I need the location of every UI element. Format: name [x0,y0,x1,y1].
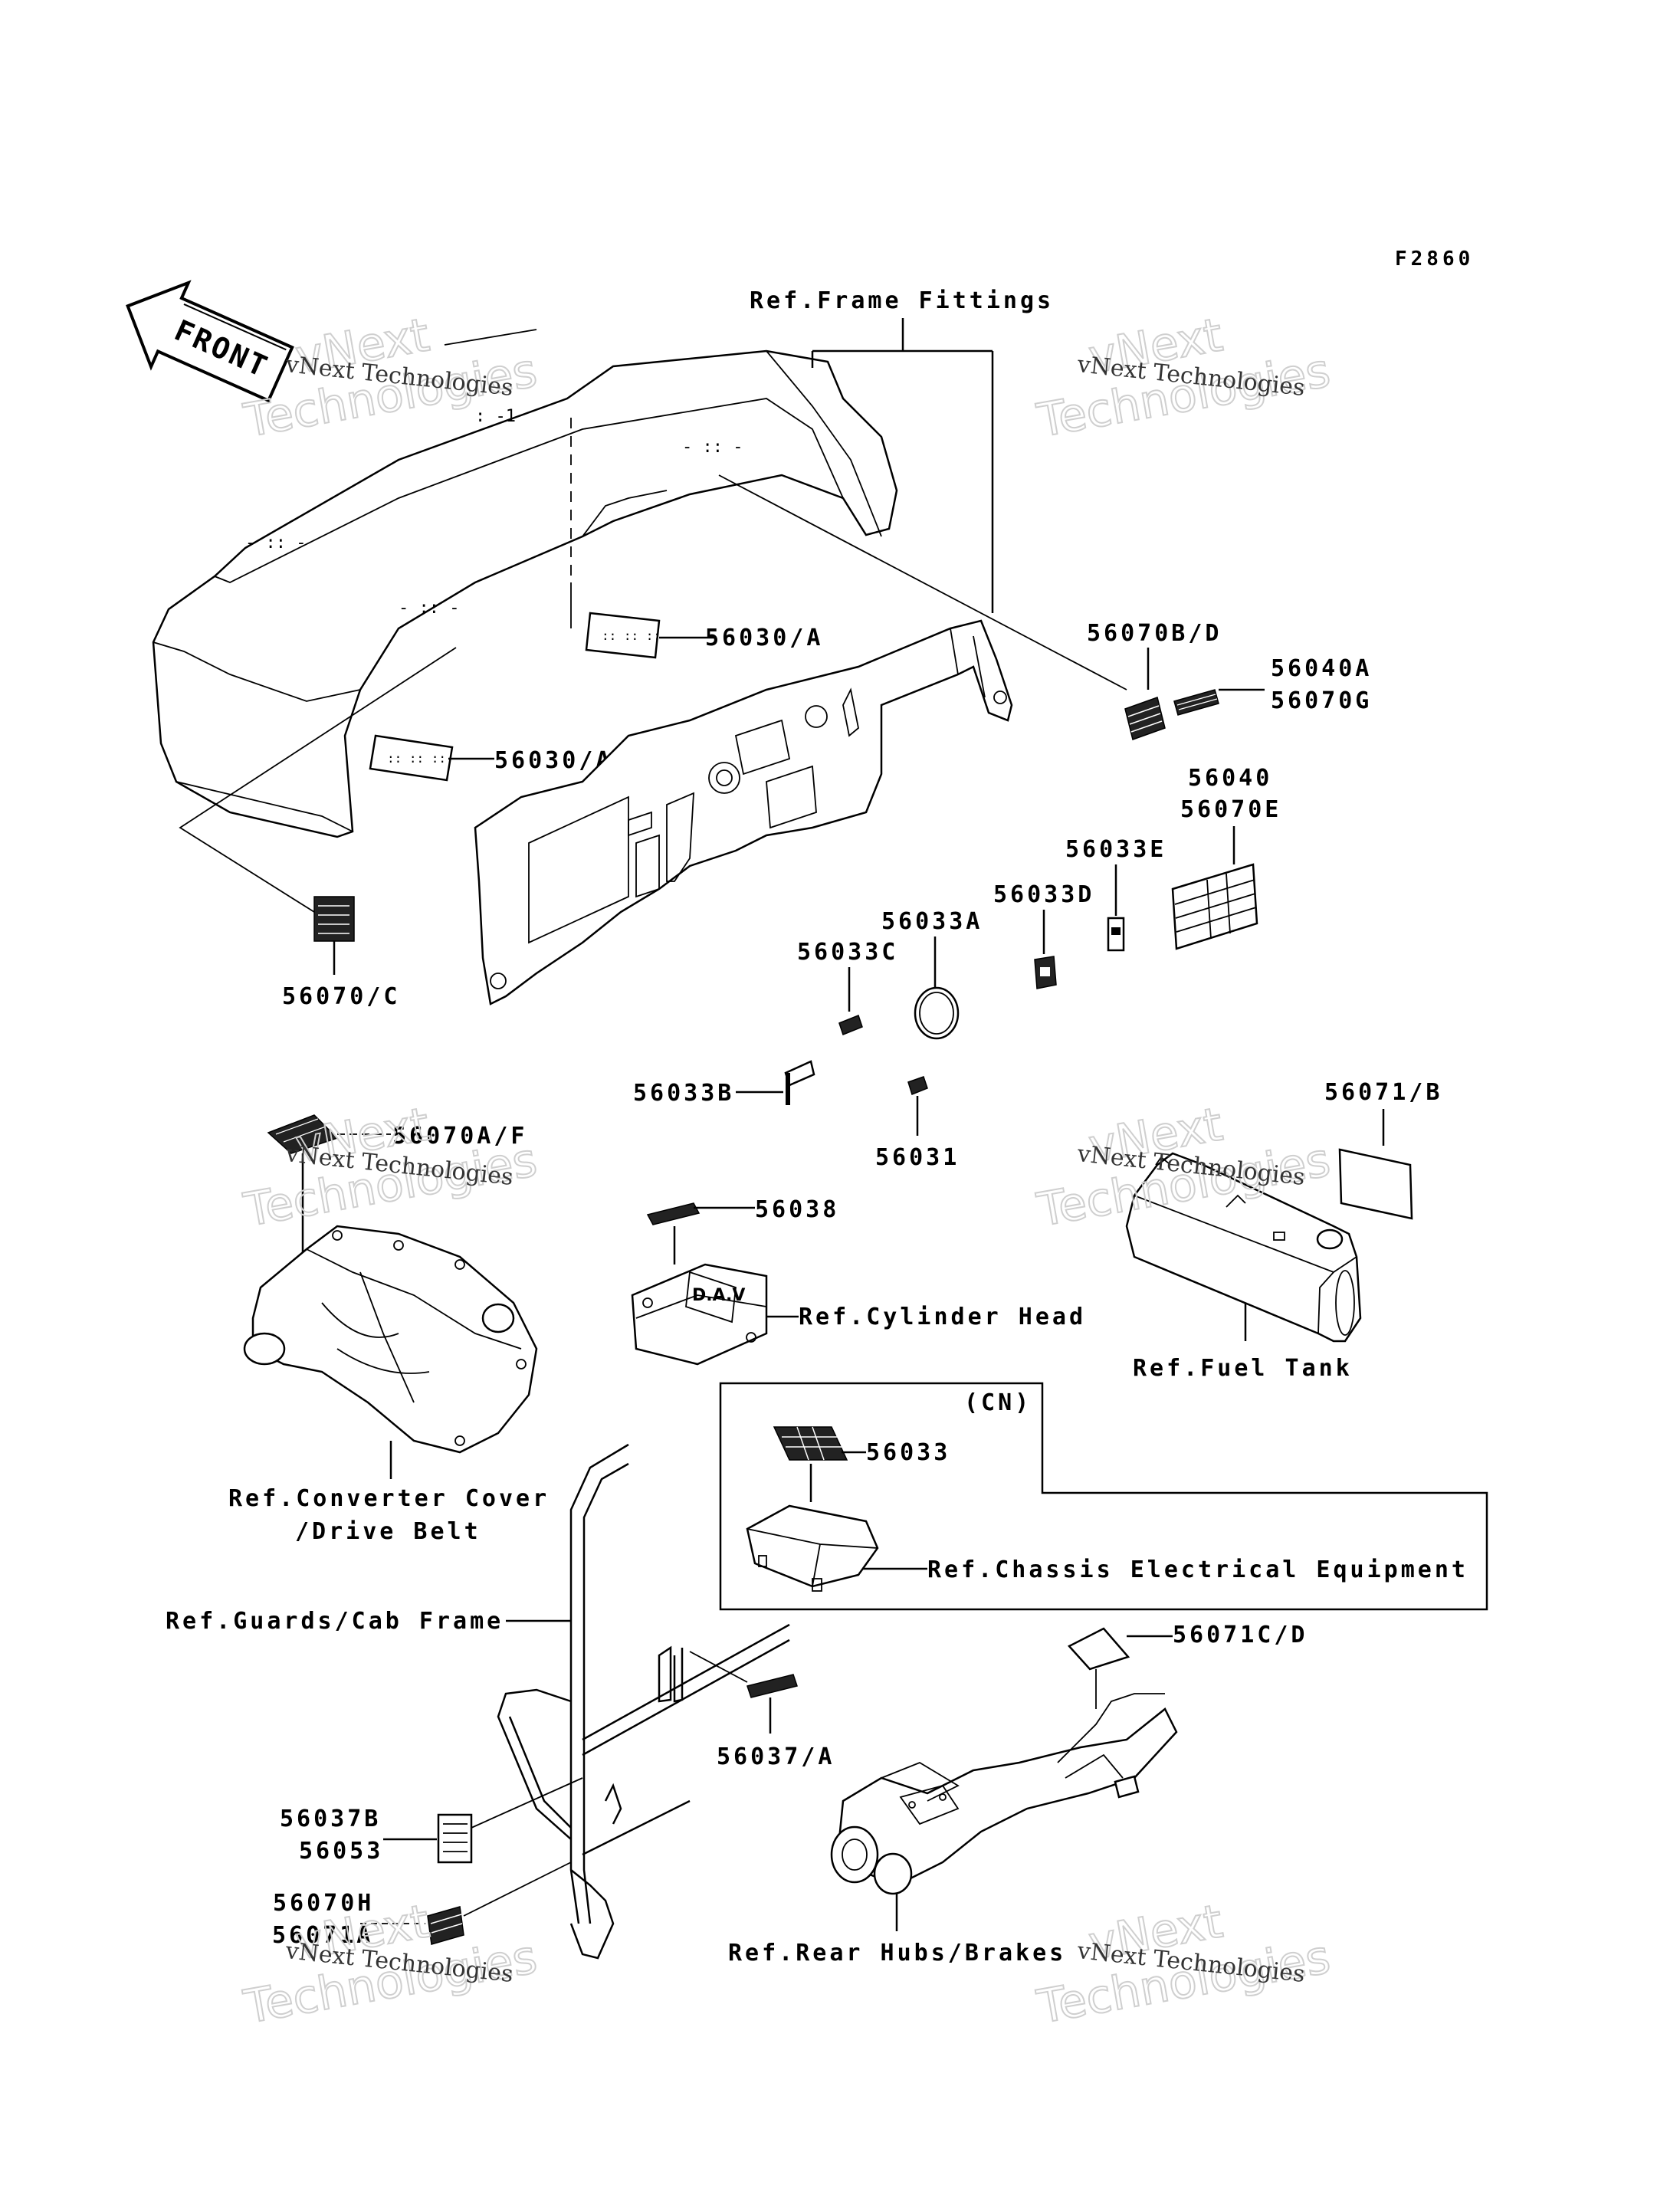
label-56030a-upper: 56030/A [705,625,823,651]
label-56070g: 56070G [1271,687,1372,714]
label-56033a: 56033A [881,908,983,935]
svg-text::: :: ::: :: :: :: [602,628,661,643]
dash-panel [474,619,1013,1005]
label-56037b: 56037B [280,1806,381,1832]
figure-id: F2860 [1395,248,1474,271]
decal-56033e [1107,917,1125,952]
decal-56040a [1173,689,1219,716]
label-ref-rear-hubs: Ref.Rear Hubs/Brakes [728,1940,1066,1966]
decal-56071b [1338,1148,1413,1220]
label-ref-converter-cover: Ref.Converter Cover [228,1485,550,1512]
decal-56070bd [1124,697,1166,740]
chassis-electrical-box [746,1504,879,1592]
decal-56033a [914,986,960,1040]
label-56070bd: 56070B/D [1087,620,1222,647]
label-56071cd: 56071C/D [1173,1622,1308,1648]
cylinder-head-cover: D.A.V [631,1263,768,1366]
label-56040: 56040 [1188,765,1272,792]
label-56040a: 56040A [1271,655,1372,682]
svg-text:D.A.V: D.A.V [692,1286,745,1305]
decal-56030a-lower: :: :: :: [369,734,454,782]
converter-cover [243,1225,538,1454]
decal-56037a [746,1674,798,1698]
cab-frame-guard [497,1443,790,1960]
label-56033: 56033 [866,1439,950,1466]
decal-56038 [646,1202,701,1225]
label-ref-guards-cab: Ref.Guards/Cab Frame [166,1608,504,1635]
label-56053: 56053 [299,1838,383,1865]
svg-text:- :: -: - :: - [399,599,459,618]
svg-text:- :: -: - :: - [245,533,306,553]
label-56070e: 56070E [1180,796,1281,823]
fuel-tank [1125,1152,1362,1343]
cn-box [719,1382,1488,1611]
label-56037a: 56037/A [717,1743,835,1770]
decal-56033b [784,1060,815,1105]
cargo-bed-cover: - :: - : -1 - :: - - :: - [152,329,898,838]
svg-text::: :: ::: :: :: :: [387,751,446,766]
decal-56071cd [1067,1627,1130,1671]
label-ref-frame-fittings: Ref.Frame Fittings [750,287,1054,314]
decal-56070af [267,1114,339,1154]
decal-56040-56070e [1171,863,1258,950]
label-ref-chassis-electrical: Ref.Chassis Electrical Equipment [927,1556,1468,1583]
label-ref-fuel-tank: Ref.Fuel Tank [1133,1355,1353,1382]
label-56033c: 56033C [797,939,898,966]
label-56071a: 56071A [272,1922,373,1949]
label-cn: (CN) [964,1389,1032,1416]
label-ref-drive-belt: /Drive Belt [295,1518,481,1545]
svg-text:: -1: : -1 [475,407,516,426]
label-56030a-lower: 56030/A [494,747,612,774]
decal-56031 [907,1076,928,1095]
decal-56070h-56071a [427,1906,464,1945]
label-56071b: 56071/B [1324,1079,1442,1106]
label-56031: 56031 [875,1144,960,1171]
svg-text:- :: -: - :: - [682,438,743,457]
label-56033b: 56033B [633,1080,734,1107]
label-56070c: 56070/C [282,983,400,1010]
rear-hub-assembly [830,1693,1178,1895]
decal-56070c [313,896,355,942]
decal-56033d [1034,956,1057,989]
label-56038: 56038 [755,1196,839,1223]
decal-56033 [773,1426,848,1461]
decal-56037b-56053 [437,1813,473,1864]
label-56033d: 56033D [993,881,1094,908]
decal-56033c [838,1015,863,1035]
label-56033e: 56033E [1065,836,1166,863]
label-56070h: 56070H [273,1890,374,1917]
label-56070af: 56070A/F [392,1123,528,1150]
decal-56030a-upper: :: :: :: [585,612,661,659]
label-ref-cylinder-head: Ref.Cylinder Head [799,1304,1086,1330]
